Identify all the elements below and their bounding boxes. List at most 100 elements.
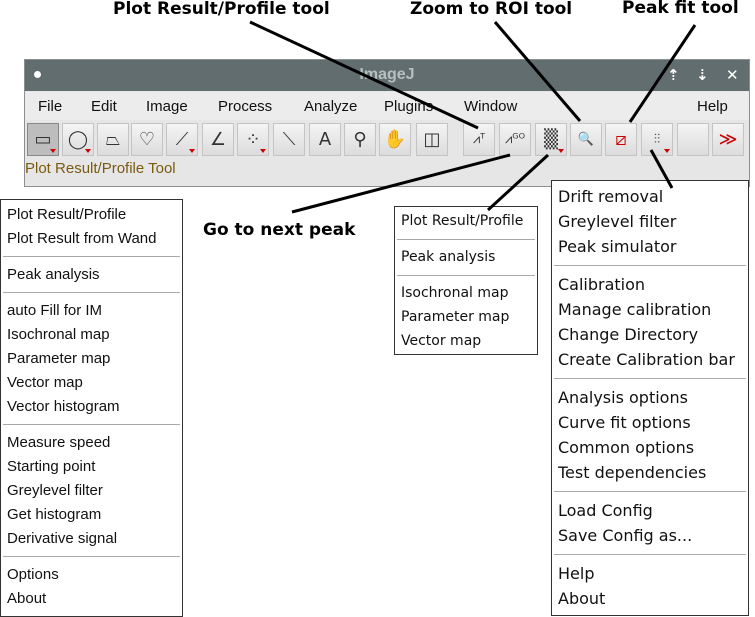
menu-item[interactable]: Peak simulator [558,237,677,256]
menu-separator [3,424,180,425]
imagej-window: ImageJ ⇡ ⇣ ✕ File Edit Image Process Analyze… [24,59,750,187]
go-to-next-peak-tool[interactable]: ⩘ᴳᴼ [499,123,531,156]
annotation-peak-fit-tool: Peak fit tool [622,0,739,18]
menu-item[interactable]: Manage calibration [558,300,712,319]
dropdown-indicator-icon [189,149,195,153]
text-icon: A [318,129,332,150]
menu-separator [554,377,746,379]
menu-item[interactable]: Load Config [558,501,653,520]
menu-image[interactable]: Image [146,98,188,115]
hand-icon: ✋ [383,129,407,150]
menu-item[interactable]: Derivative signal [7,530,118,547]
toolbar: ▭ ◯ ⏢ ♡⟋∠ ⁘ ⟍ A ⚲ ✋ ◫ ⩘ᵀ ⩘ᴳᴼ ▒ 🔍 ⧄ ⫶⫶ ≫ [25,122,749,158]
menu-item[interactable]: Plot Result/Profile [7,206,127,223]
menu-item[interactable]: Options [7,566,59,583]
menu-plugins[interactable]: Plugins [384,98,434,115]
menu-item[interactable]: Vector histogram [7,398,120,415]
menu-item[interactable]: Vector map [401,333,482,349]
menu-item[interactable]: Peak analysis [401,249,496,265]
menu-item[interactable]: Calibration [558,275,646,294]
polygon-tool[interactable]: ⏢ [97,123,129,156]
line-tool[interactable]: ⟋ [166,123,198,156]
oval-icon: ◯ [67,129,89,150]
menu-help[interactable]: Help [697,98,728,115]
menu-item[interactable]: Peak analysis [7,266,100,283]
menu-item[interactable]: Starting point [7,458,96,475]
color-picker-icon: ◫ [423,129,441,150]
zoom-roi-icon: 🔍 [577,132,595,147]
wand-icon: ⟍ [282,129,296,150]
window-menu-icon[interactable] [34,71,41,78]
magnifier-tool[interactable]: ⚲ [344,123,376,156]
menu-edit[interactable]: Edit [91,98,117,115]
hand-tool[interactable]: ✋ [379,123,411,156]
menu-item[interactable]: Curve fit options [558,413,691,432]
zoom-to-roi-tool[interactable]: 🔍 [570,123,602,156]
window-title: ImageJ [359,66,415,83]
rectangle-icon: ▭ [34,129,52,150]
freehand-tool[interactable]: ♡ [131,123,163,156]
menu-item[interactable]: Test dependencies [558,463,707,482]
double-chevron-right-icon: ≫ [718,129,738,150]
color-picker-tool[interactable]: ◫ [416,123,448,156]
menu-item[interactable]: Plot Result/Profile [401,213,524,229]
polygon-icon: ⏢ [105,129,121,150]
menu-item[interactable]: Parameter map [7,350,111,367]
text-tool[interactable]: A [309,123,341,156]
menu-file[interactable]: File [38,98,63,115]
menu-item[interactable]: Help [558,564,595,583]
minimize-icon[interactable]: ⇣ [696,66,709,84]
peak-fit-icon: ⧄ [615,129,627,150]
menu-analyze[interactable]: Analyze [304,98,358,115]
menu-item[interactable]: Create Calibration bar [558,350,735,369]
title-bar[interactable]: ImageJ ⇡ ⇣ ✕ [25,60,749,91]
annotation-zoom-tool: Zoom to ROI tool [410,0,573,19]
menu-item[interactable]: About [7,590,47,607]
menu-window[interactable]: Window [464,98,518,115]
menu-item[interactable]: Measure speed [7,434,111,451]
menu-item[interactable]: auto Fill for IM [7,302,103,319]
sliders-icon: ⫶⫶ [653,132,661,147]
menu-item[interactable]: Get histogram [7,506,102,523]
peak-distribution-tool[interactable]: ▒ [535,123,567,156]
multipoint-tool[interactable]: ⁘ [237,123,269,156]
menu-bar: File Edit Image Process Analyze Plugins Window… [25,92,749,120]
menu-item[interactable]: Greylevel filter [558,212,677,231]
menu-item[interactable]: Isochronal map [7,326,110,343]
menu-item[interactable]: Analysis options [558,388,688,407]
plot-result-profile-tool[interactable]: ⩘ᵀ [463,123,495,156]
menu-separator [397,239,535,240]
annotation-next-peak: Go to next peak [203,220,356,240]
menu-item[interactable]: Greylevel filter [7,482,103,499]
dropdown-indicator-icon [85,149,91,153]
multipoint-icon: ⁘ [245,129,261,150]
options-tool[interactable]: ⫶⫶ [641,123,673,156]
next-peak-icon: ⩘ᴳᴼ [504,132,526,147]
more-tools[interactable]: ≫ [712,123,744,156]
menu-item[interactable]: About [558,589,606,608]
menu-item[interactable]: Isochronal map [401,285,509,301]
oval-tool[interactable]: ◯ [62,123,94,156]
empty-tool[interactable] [677,123,709,156]
close-icon[interactable]: ✕ [726,66,739,84]
peak-distribution-icon: ▒ [544,129,558,150]
menu-separator [554,264,746,266]
menu-process[interactable]: Process [218,98,273,115]
menu-item[interactable]: Drift removal [558,187,664,206]
plot-profile-icon: ⩘ᵀ [472,132,486,147]
keep-on-top-icon[interactable]: ⇡ [667,66,680,84]
dropdown-indicator-icon [50,149,56,153]
angle-tool[interactable]: ∠ [202,123,234,156]
rectangle-tool[interactable]: ▭ [27,123,59,156]
menu-item[interactable]: Parameter map [401,309,510,325]
menu-item[interactable]: Plot Result from Wand [7,230,157,247]
menu-separator [3,292,180,293]
menu-item[interactable]: Change Directory [558,325,699,344]
menu-item[interactable]: Vector map [7,374,83,391]
menu-item[interactable]: Save Config as... [558,526,693,545]
wand-tool[interactable]: ⟍ [273,123,305,156]
menu-item[interactable]: Common options [558,438,695,457]
peak-fit-tool[interactable]: ⧄ [605,123,637,156]
